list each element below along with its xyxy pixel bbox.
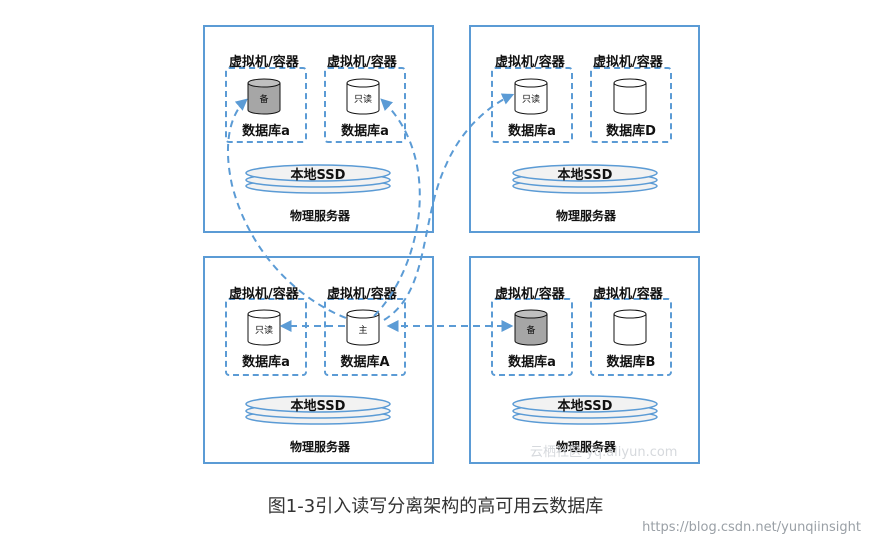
- replication-arrow: [383, 93, 515, 321]
- ssd-disk-icon: [512, 395, 658, 425]
- ssd-stack-bl: 本地SSD: [243, 392, 393, 426]
- vm-label: 虚拟机/容器: [327, 55, 397, 70]
- database-icon: [613, 78, 647, 115]
- database-icon: 只读: [346, 78, 380, 115]
- ssd-label: 本地SSD: [557, 168, 613, 183]
- database-icon: 备: [514, 309, 548, 346]
- physical-server-bottom-right: 虚拟机/容器 虚拟机/容器 数据库a 数据库B 物理服务器: [469, 256, 700, 464]
- db-label: 数据库a: [341, 124, 389, 139]
- vm-label: 虚拟机/容器: [593, 287, 663, 302]
- ssd-disk-icon: [512, 164, 658, 194]
- physical-server-top-left: 虚拟机/容器 虚拟机/容器 数据库a 数据库a 物理服务器: [203, 25, 434, 233]
- db-label: 数据库B: [606, 355, 656, 370]
- server-label: 物理服务器: [555, 440, 616, 454]
- replication-arrow: [373, 98, 421, 317]
- ssd-disk-icon: [245, 395, 391, 425]
- db-tag: 只读: [522, 93, 540, 105]
- db-label: 数据库a: [242, 355, 290, 370]
- server-label: 物理服务器: [555, 209, 616, 223]
- ssd-label: 本地SSD: [557, 399, 613, 414]
- vm-container-tl-1: [225, 67, 307, 143]
- vm-label: 虚拟机/容器: [593, 55, 663, 70]
- server-label: 物理服务器: [289, 209, 350, 223]
- vm-container-br-1: [491, 298, 573, 376]
- ssd-disk-icon: [245, 164, 391, 194]
- db-tag: 主: [358, 324, 367, 336]
- vm-label: 虚拟机/容器: [495, 287, 565, 302]
- vm-container-tl-2: [324, 67, 406, 143]
- watermark-url: https://blog.csdn.net/yunqiinsight: [642, 520, 861, 535]
- vm-label: 虚拟机/容器: [229, 287, 299, 302]
- vm-container-bl-2: [324, 298, 406, 376]
- vm-container-tr-2: [590, 67, 672, 143]
- ssd-label: 本地SSD: [290, 399, 346, 414]
- database-icon: 只读: [514, 78, 548, 115]
- physical-server-bottom-left: 虚拟机/容器 虚拟机/容器 数据库a 数据库A 物理服务器: [203, 256, 434, 464]
- database-icon: 只读: [247, 309, 281, 346]
- database-icon: 主: [346, 309, 380, 346]
- ssd-label: 本地SSD: [290, 168, 346, 183]
- db-tag: 备: [526, 324, 535, 336]
- db-label: 数据库a: [508, 124, 556, 139]
- ssd-stack-tl: 本地SSD: [243, 161, 393, 195]
- db-tag: 只读: [255, 324, 273, 336]
- ssd-stack-br: 本地SSD: [510, 392, 660, 426]
- physical-server-top-right: 虚拟机/容器 虚拟机/容器 数据库a 数据库D 物理服务器: [469, 25, 700, 233]
- server-label: 物理服务器: [289, 440, 350, 454]
- replication-arrow: [226, 98, 347, 319]
- ssd-stack-tr: 本地SSD: [510, 161, 660, 195]
- database-icon: 备: [247, 78, 281, 115]
- figure-caption: 图1-3引入读写分离架构的高可用云数据库: [267, 496, 604, 517]
- db-label: 数据库a: [242, 124, 290, 139]
- database-icon: [613, 309, 647, 346]
- watermark-logo: 云栖社区 yq.aliyun.com: [530, 445, 678, 460]
- db-label: 数据库a: [508, 355, 556, 370]
- vm-label: 虚拟机/容器: [495, 55, 565, 70]
- vm-label: 虚拟机/容器: [327, 287, 397, 302]
- vm-container-bl-1: [225, 298, 307, 376]
- vm-container-br-2: [590, 298, 672, 376]
- db-label: 数据库A: [340, 355, 390, 370]
- vm-container-tr-1: [491, 67, 573, 143]
- db-label: 数据库D: [606, 124, 656, 139]
- vm-label: 虚拟机/容器: [229, 55, 299, 70]
- db-tag: 只读: [354, 93, 372, 105]
- db-tag: 备: [259, 93, 268, 105]
